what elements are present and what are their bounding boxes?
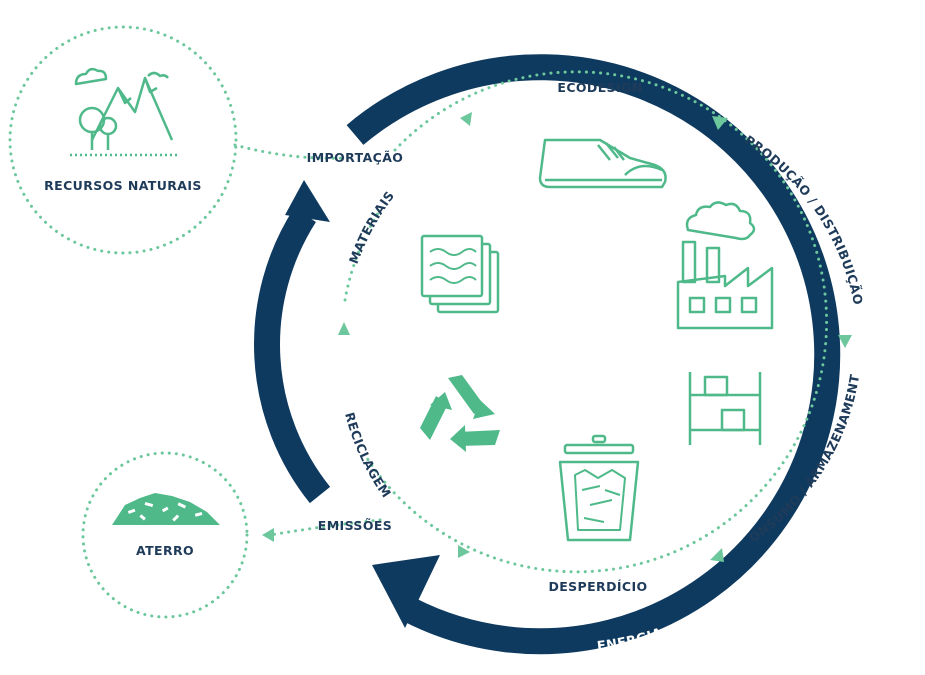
cycle-path xyxy=(363,70,829,574)
label-recycling: RECICLAGEM xyxy=(342,411,394,501)
energy-arc-recovered xyxy=(254,207,331,504)
arrow-ecodesign xyxy=(460,112,472,126)
materials-icon xyxy=(420,234,500,314)
energy-label-right: ENERGIA xyxy=(896,329,914,399)
cycle-path-left xyxy=(343,208,382,302)
energy-arrowhead-recovered xyxy=(285,180,330,222)
cycle-arrowheads xyxy=(262,112,852,562)
trash-bin-icon xyxy=(558,434,640,542)
shelf-icon xyxy=(688,372,762,445)
label-import: IMPORTAÇÃO xyxy=(307,150,404,165)
arrow-waste xyxy=(458,545,470,558)
landfill-pile-icon xyxy=(112,493,220,525)
label-landfill: ATERRO xyxy=(136,543,194,558)
arrow-recycling xyxy=(338,322,350,335)
node-natural-resources: RECURSOS NATURAIS xyxy=(8,25,238,255)
factory-icon xyxy=(676,201,774,330)
recycle-icon xyxy=(420,375,500,452)
label-ecodesign: ECODESIGN xyxy=(557,80,642,95)
import-link xyxy=(233,143,347,160)
emission-link xyxy=(268,518,382,537)
arrow-right xyxy=(838,335,852,348)
arrow-emission xyxy=(262,528,274,542)
dotted-cycle xyxy=(233,70,829,574)
label-waste: DESPERDÍCIO xyxy=(548,579,647,594)
energy-ring xyxy=(254,54,841,655)
node-landfill: ATERRO xyxy=(81,451,249,619)
mountains-icon xyxy=(70,67,178,157)
shoe-icon xyxy=(538,138,667,189)
arrow-consumption xyxy=(710,548,724,562)
energy-label-top: ENERGIA xyxy=(588,0,658,21)
energy-arc-outer xyxy=(346,54,841,655)
energy-arrowhead-bottom xyxy=(372,555,440,628)
energy-label-recovered: ENERGIA RECUPERADA xyxy=(288,244,337,421)
label-materials: MATERIAIS xyxy=(346,188,397,266)
label-natural-resources: RECURSOS NATURAIS xyxy=(44,178,202,193)
arrow-production xyxy=(712,116,728,130)
label-emissions: EMISSÕES xyxy=(318,518,392,533)
